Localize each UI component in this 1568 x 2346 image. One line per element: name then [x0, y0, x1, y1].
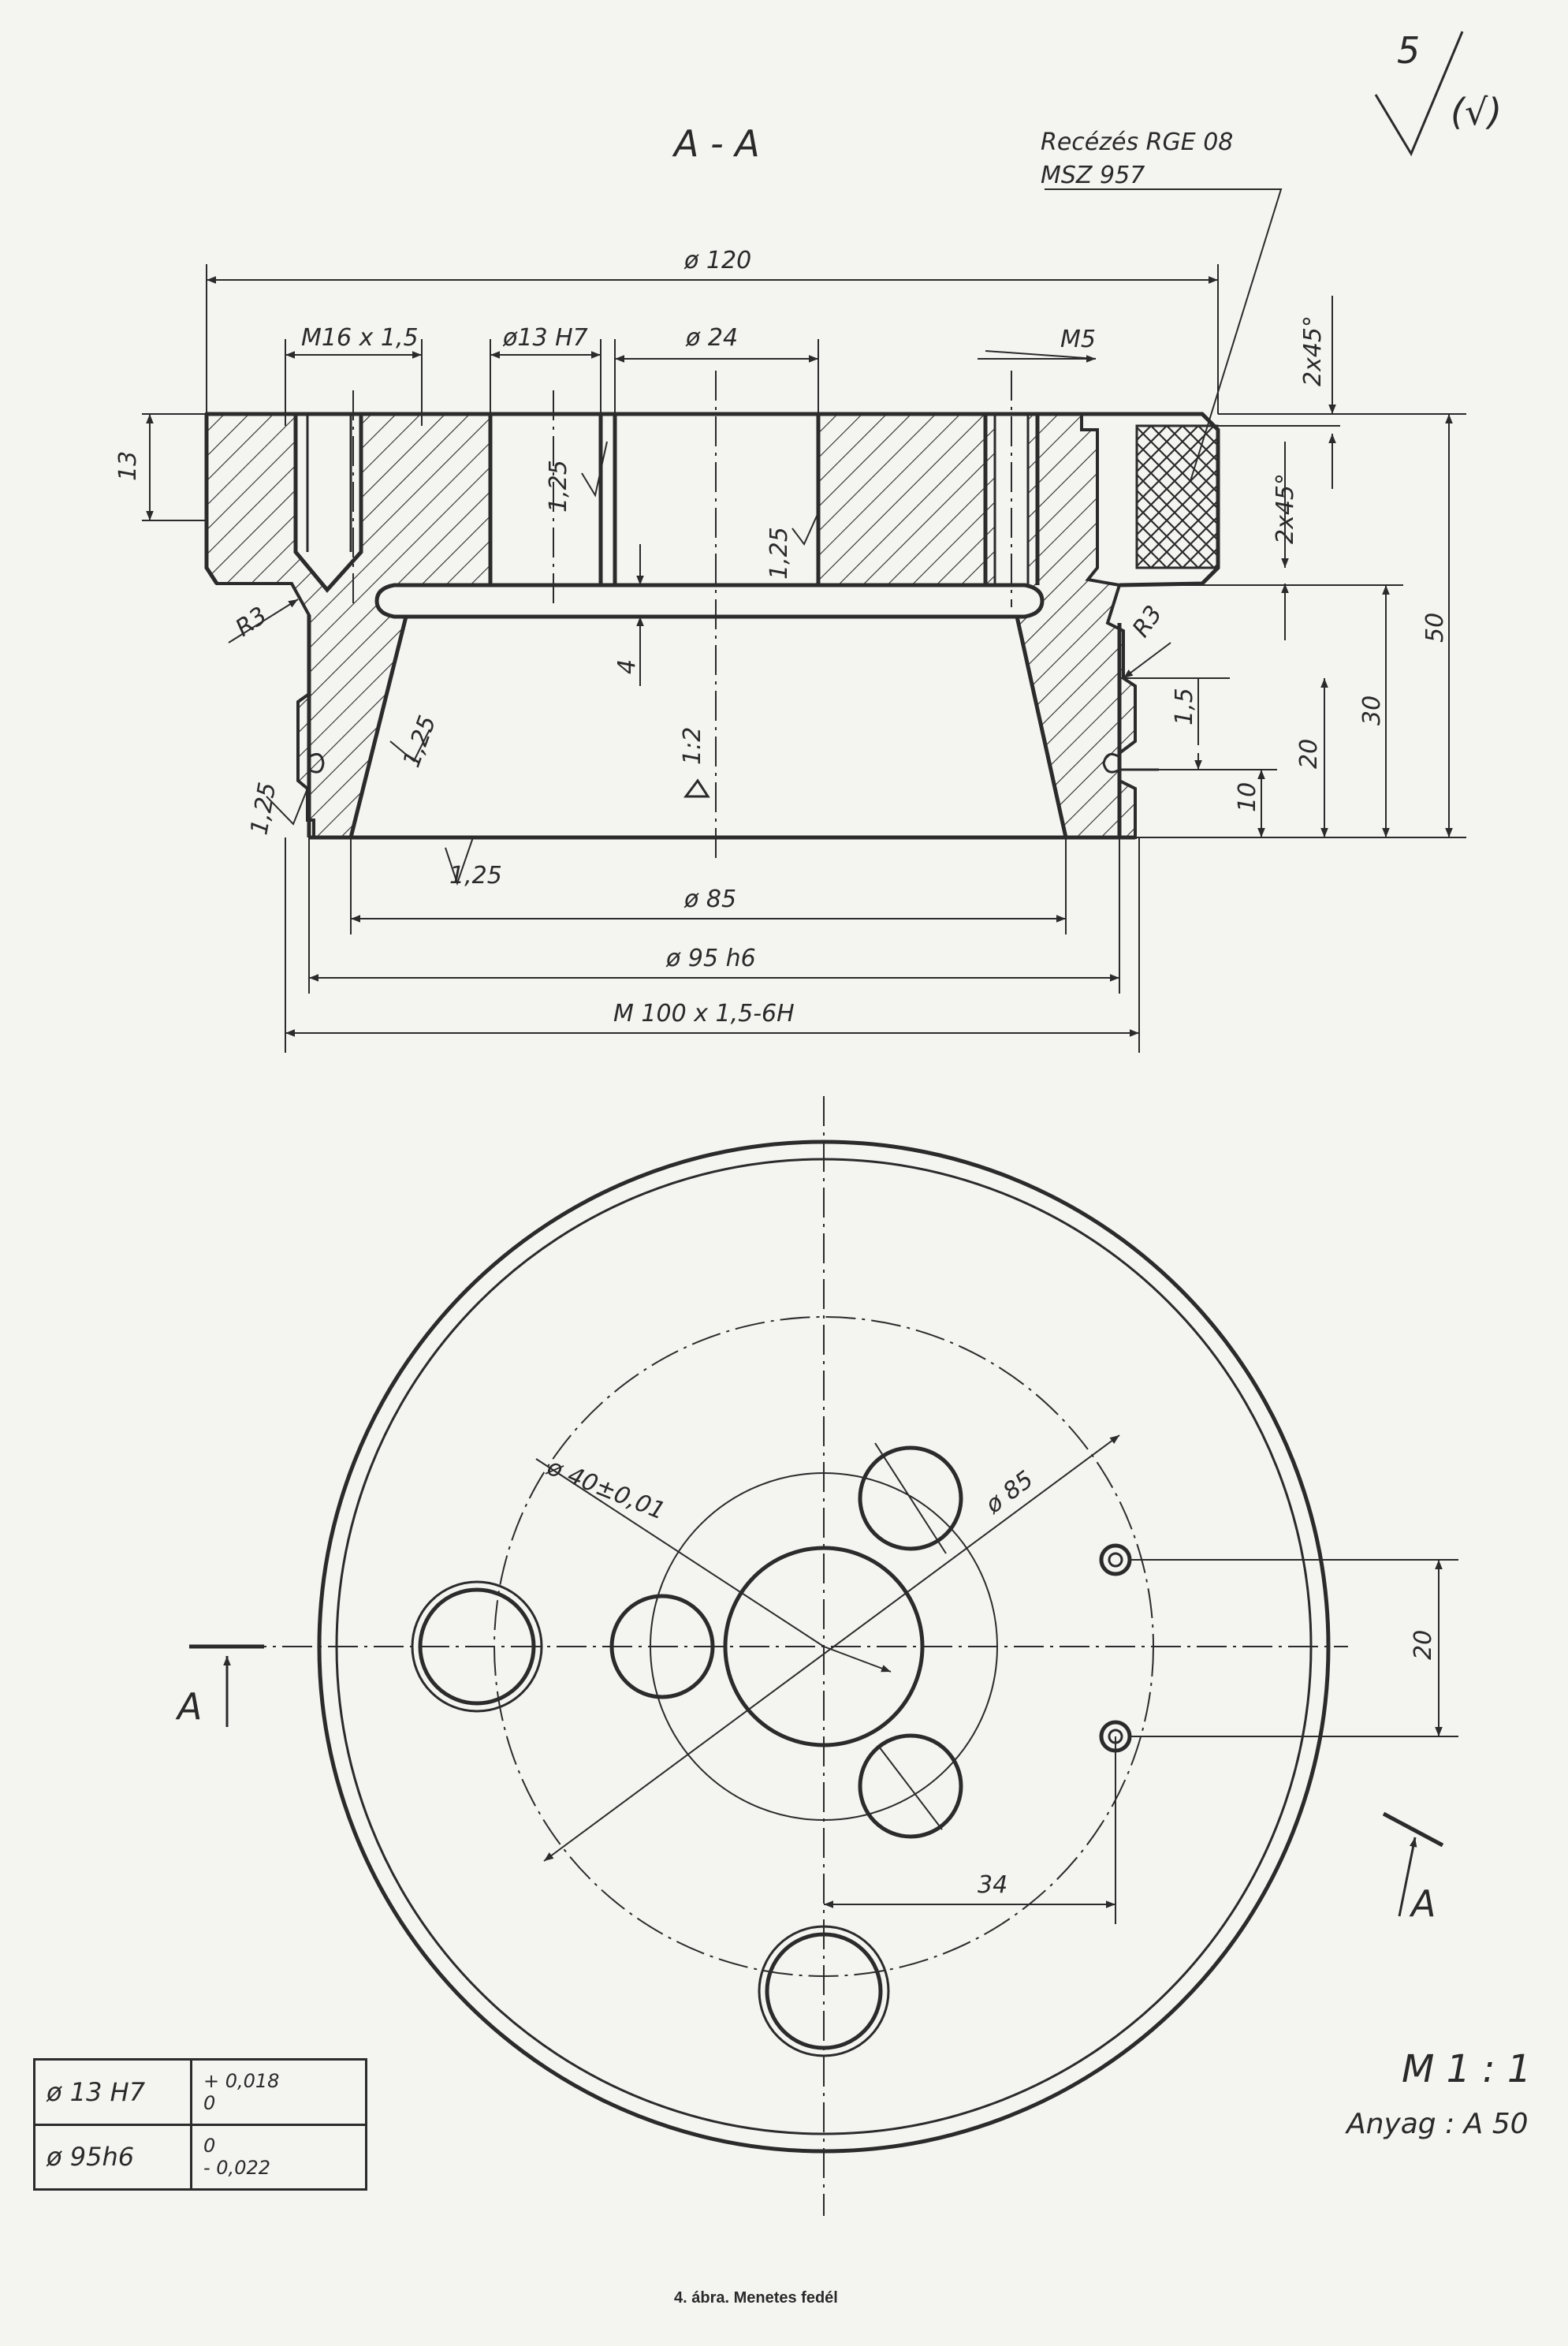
- finish-125-d24: 1,25: [765, 527, 793, 580]
- dim-m100: M 100 x 1,5-6H: [613, 1000, 795, 1028]
- dim-taper: 1:2: [679, 727, 706, 765]
- dim-d120: ø 120: [683, 247, 751, 274]
- upper-deviation: + 0,018: [203, 2069, 280, 2092]
- finish-125-outer: 1,25: [245, 781, 281, 837]
- dim-r3-left: R3: [231, 602, 273, 643]
- plan-dim-34: 34: [978, 1871, 1007, 1899]
- fit-code: ø 95h6: [33, 2123, 192, 2191]
- figure-caption: 4. ábra. Menetes fedél: [674, 2289, 838, 2307]
- finish-125-bore: 1,25: [545, 460, 572, 513]
- dim-v15: 1,5: [1171, 688, 1198, 725]
- dim-v30: 30: [1358, 696, 1386, 725]
- plan-dim-20: 20: [1410, 1630, 1437, 1660]
- hatch-right-flange: [817, 412, 1137, 839]
- table-row: ø 13 H7 + 0,018 0: [33, 2058, 367, 2126]
- deviation-cell: + 0,018 0: [190, 2058, 367, 2126]
- table-row: ø 95h6 0 - 0,022: [33, 2123, 367, 2191]
- fit-code: ø 13 H7: [33, 2058, 192, 2126]
- dim-m5: M5: [1060, 326, 1096, 353]
- dim-h13: 13: [114, 451, 142, 481]
- dim-v4: 4: [613, 659, 641, 674]
- section-title: A - A: [672, 122, 760, 165]
- dim-v20: 20: [1295, 739, 1323, 769]
- upper-deviation: 0: [203, 2135, 216, 2158]
- scale-label: M 1 : 1: [1402, 2047, 1531, 2091]
- dim-d95h6: ø 95 h6: [665, 945, 756, 972]
- dim-chamfer2: 2x45°: [1272, 473, 1299, 544]
- tolerance-table: ø 13 H7 + 0,018 0 ø 95h6 0 - 0,022: [33, 2058, 367, 2191]
- plan-dim-d85: ø 85: [980, 1466, 1039, 1520]
- section-view: ø 120 M16 x 1,5 ø13 H7 ø 24 M5 13 Recézé…: [114, 129, 1466, 1053]
- surface-finish-symbol: 5 (√): [1374, 29, 1502, 157]
- finish-general: (√): [1451, 91, 1502, 133]
- plan-dim-d40: ø 40±0,01: [542, 1453, 669, 1526]
- dim-d13h7: ø13 H7: [502, 324, 588, 352]
- dim-chamfer1: 2x45°: [1299, 315, 1327, 386]
- section-mark-left: A: [175, 1685, 202, 1728]
- dim-m16: M16 x 1,5: [301, 324, 419, 352]
- dim-v50: 50: [1421, 613, 1449, 643]
- dim-r3-right: R3: [1127, 601, 1168, 643]
- section-mark-right: A: [1409, 1882, 1436, 1925]
- lower-deviation: 0: [203, 2091, 216, 2114]
- finish-125-bottom: 1,25: [449, 862, 502, 890]
- dim-v10: 10: [1234, 782, 1261, 812]
- knurl-band: [1135, 424, 1219, 569]
- material-label: Anyag : A 50: [1345, 2108, 1529, 2140]
- dim-d85: ø 85: [683, 886, 736, 913]
- lower-deviation: - 0,022: [203, 2157, 270, 2180]
- deviation-cell: 0 - 0,022: [190, 2123, 367, 2191]
- knurl-note-line1: Recézés RGE 08: [1041, 129, 1233, 156]
- finish-roughness: 5: [1397, 29, 1420, 72]
- finish-125-cone: 1,25: [398, 712, 442, 771]
- dim-d24: ø 24: [685, 324, 738, 352]
- knurl-note-line2: MSZ 957: [1041, 162, 1145, 189]
- plan-view: ø 40±0,01 ø 85 20 34 A A: [175, 1096, 1458, 2216]
